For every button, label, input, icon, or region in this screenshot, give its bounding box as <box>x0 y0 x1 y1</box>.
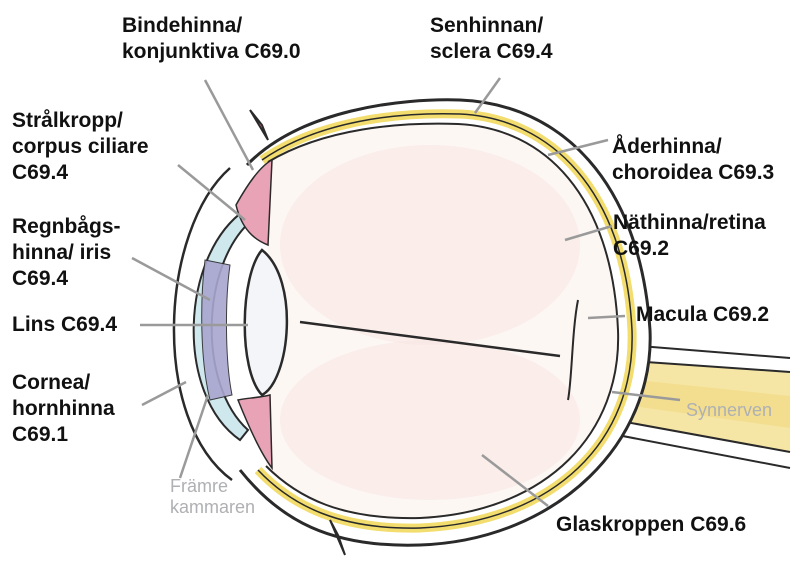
label-conjunctiva: Bindehinna/ konjunktiva C69.0 <box>122 13 301 65</box>
label-vitreous: Glaskroppen C69.6 <box>556 512 746 538</box>
label-optic-nerve: Synnerven <box>686 400 772 421</box>
label-retina: Näthinna/retina C69.2 <box>613 210 766 262</box>
label-iris: Regnbågs- hinna/ iris C69.4 <box>12 214 121 292</box>
label-ciliary-body: Strålkropp/ corpus ciliare C69.4 <box>12 108 149 186</box>
label-macula: Macula C69.2 <box>636 302 769 328</box>
iris <box>202 260 232 400</box>
eyelid-top <box>250 110 268 140</box>
label-choroid: Åderhinna/ choroidea C69.3 <box>612 134 774 186</box>
label-sclera: Senhinnan/ sclera C69.4 <box>430 13 553 65</box>
label-cornea: Cornea/ hornhinna C69.1 <box>12 370 115 448</box>
label-lens: Lins C69.4 <box>12 312 117 338</box>
label-anterior-chamber: Främre kammaren <box>170 476 255 518</box>
